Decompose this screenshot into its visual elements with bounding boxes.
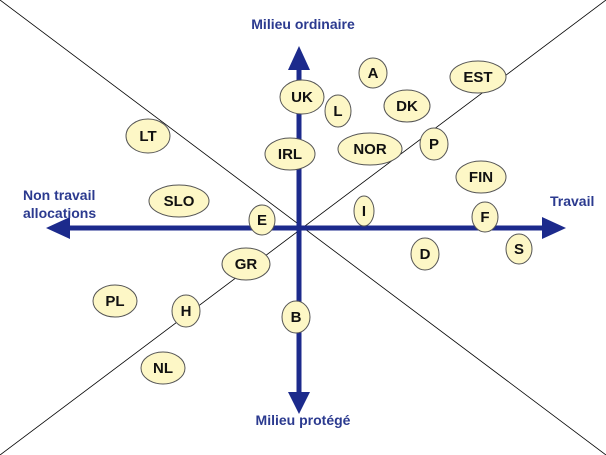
country-label: NL bbox=[153, 360, 173, 377]
country-bubble-nl: NL bbox=[140, 351, 186, 385]
country-bubble-e: E bbox=[248, 204, 276, 236]
country-label: H bbox=[181, 303, 192, 320]
country-label: DK bbox=[396, 98, 418, 115]
country-bubble-s: S bbox=[505, 233, 533, 265]
right-arrowhead bbox=[542, 217, 566, 239]
country-label: FIN bbox=[469, 169, 493, 186]
country-label: P bbox=[429, 136, 439, 153]
country-label: B bbox=[291, 309, 302, 326]
country-label: GR bbox=[235, 256, 258, 273]
country-bubble-lt: LT bbox=[125, 118, 171, 154]
country-label: L bbox=[333, 103, 342, 120]
country-bubble-i: I bbox=[353, 195, 375, 227]
country-bubble-l: L bbox=[324, 94, 352, 128]
top-arrowhead bbox=[288, 46, 310, 70]
country-label: PL bbox=[105, 293, 124, 310]
country-label: S bbox=[514, 241, 524, 258]
country-bubble-dk: DK bbox=[383, 89, 431, 123]
country-label: NOR bbox=[353, 141, 387, 158]
country-label: I bbox=[362, 203, 366, 220]
country-label: F bbox=[480, 209, 489, 226]
right-axis-label: Travail bbox=[550, 193, 594, 209]
country-label: E bbox=[257, 212, 267, 229]
country-label: A bbox=[368, 65, 379, 82]
left-axis-label-line1: Non travail bbox=[23, 187, 95, 203]
country-bubble-irl: IRL bbox=[264, 137, 316, 171]
country-bubble-slo: SLO bbox=[148, 184, 210, 218]
country-bubble-f: F bbox=[471, 201, 499, 233]
country-bubble-est: EST bbox=[449, 60, 507, 94]
country-label: SLO bbox=[164, 193, 195, 210]
country-label: UK bbox=[291, 89, 313, 106]
country-bubble-uk: UK bbox=[279, 79, 325, 115]
bottom-axis-label: Milieu protégé bbox=[256, 412, 351, 428]
country-label: IRL bbox=[278, 146, 302, 163]
top-axis-label: Milieu ordinaire bbox=[251, 16, 355, 32]
country-bubble-p: P bbox=[419, 127, 449, 161]
country-label: EST bbox=[463, 69, 492, 86]
left-axis-label-line2: allocations bbox=[23, 205, 96, 221]
country-bubble-gr: GR bbox=[221, 247, 271, 281]
bottom-arrowhead bbox=[288, 392, 310, 414]
country-bubble-d: D bbox=[410, 237, 440, 271]
country-bubble-fin: FIN bbox=[455, 160, 507, 194]
country-bubble-b: B bbox=[281, 300, 311, 334]
left-arrowhead bbox=[46, 217, 70, 239]
country-bubble-h: H bbox=[171, 294, 201, 328]
country-label: LT bbox=[139, 128, 156, 145]
country-label: D bbox=[420, 246, 431, 263]
country-bubble-nor: NOR bbox=[337, 132, 403, 166]
country-bubble-a: A bbox=[358, 57, 388, 89]
country-bubble-pl: PL bbox=[92, 284, 138, 318]
